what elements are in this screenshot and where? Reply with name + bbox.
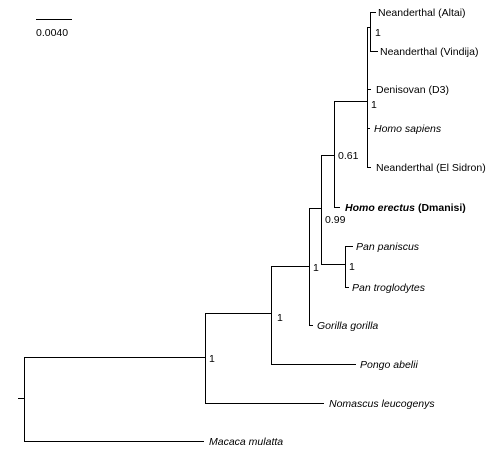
tip-label-neanderthal-altai: Neanderthal (Altai) xyxy=(378,7,466,19)
support-value-hominoidea: 1 xyxy=(209,353,215,365)
tip-label-macaca-mulatta: Macaca mulatta xyxy=(209,436,283,448)
tip-label-neanderthal-vindija: Neanderthal (Vindija) xyxy=(380,46,478,58)
tip-label-pongo-abelii: Pongo abelii xyxy=(360,359,418,371)
tip-label-nomascus-leucogenys: Nomascus leucogenys xyxy=(329,398,435,410)
tip-label-pan-paniscus: Pan paniscus xyxy=(356,241,420,253)
tip-label-gorilla-gorilla: Gorilla gorilla xyxy=(317,320,378,332)
support-value-homo: 0.61 xyxy=(338,150,359,162)
tip-label-homo-erectus-species: Homo erectus xyxy=(345,202,415,214)
support-values: 1 1 0.61 0.99 1 1 1 1 xyxy=(209,27,381,365)
support-value-neanderthal-altai-vindija: 1 xyxy=(375,27,381,39)
scale-bar-label: 0.0040 xyxy=(36,27,68,39)
tip-label-pan-troglodytes: Pan troglodytes xyxy=(352,282,426,294)
support-value-pan: 1 xyxy=(349,261,355,273)
support-value-archaic-human: 1 xyxy=(371,99,377,111)
support-value-homo-pan: 0.99 xyxy=(325,214,346,226)
tip-label-neanderthal-el-sidron: Neanderthal (El Sidron) xyxy=(376,162,486,174)
support-value-homininae: 1 xyxy=(313,262,319,274)
tip-label-homo-erectus-site: (Dmanisi) xyxy=(415,202,466,214)
tip-label-homo-erectus: Homo erectus (Dmanisi) xyxy=(345,202,466,214)
tip-label-homo-sapiens: Homo sapiens xyxy=(374,123,442,135)
tip-labels: Neanderthal (Altai) Neanderthal (Vindija… xyxy=(209,7,486,448)
tip-label-denisovan: Denisovan (D3) xyxy=(376,84,449,96)
tree-branches xyxy=(18,12,378,442)
support-value-hominidae: 1 xyxy=(277,312,283,324)
